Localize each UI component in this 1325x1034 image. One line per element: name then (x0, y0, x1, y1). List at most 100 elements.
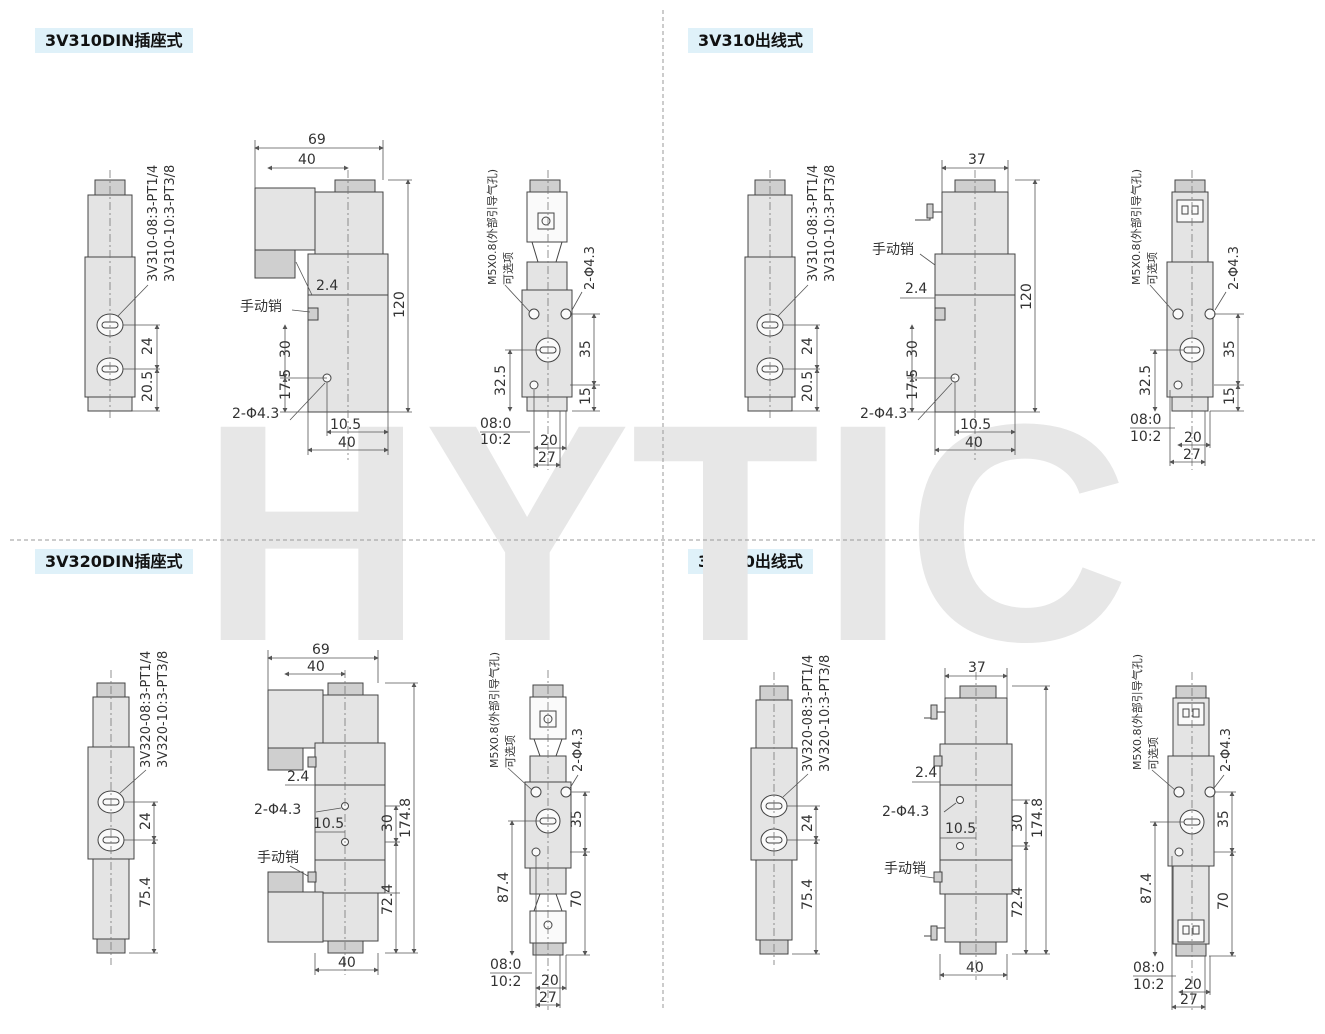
coil-cap (529, 179, 561, 193)
model-line-2: 3V310-10:3-PT3/8 (163, 165, 178, 282)
model-line-2: 3V320-10:3-PT3/8 (156, 651, 171, 768)
coil-cap-bottom (959, 941, 997, 955)
coil (526, 261, 568, 291)
dim-width-total: 69 (312, 642, 330, 658)
label-holes: 2-Φ4.3 (583, 246, 598, 290)
mount-hole-2 (956, 842, 964, 850)
dim-hole-x: 10.5 (960, 417, 991, 433)
dim-pitch: 24 (138, 812, 154, 830)
dim-hole-y2: 17.5 (278, 369, 294, 400)
manual-pin-top (307, 756, 317, 768)
label-holes: 2-Φ4.3 (860, 406, 907, 422)
din-plug (254, 249, 296, 279)
wire-terminal-top (1177, 702, 1205, 726)
dim-pitch: 24 (800, 814, 816, 832)
din-connector-bottom (267, 891, 324, 943)
label-port-note: M5X0.8(外部引导气孔) (485, 169, 499, 285)
dim-hole-x: 10.5 (330, 417, 361, 433)
connector-screw (537, 212, 555, 230)
label-manual-pin: 手动销 (872, 242, 914, 258)
front-view: 37 120 手动销 2.4 30 17.5 2-Φ4.3 (860, 152, 1040, 460)
dim-height: 120 (392, 291, 408, 318)
dim-v2: 70 (1216, 892, 1232, 910)
model-line-1: 3V310-08:3-PT1/4 (806, 165, 821, 282)
label-port-note: M5X0.8(外部引导气孔) (487, 652, 501, 768)
label-holes: 2-Φ4.3 (882, 804, 929, 820)
din-connector-top (267, 689, 324, 749)
dim-width-total: 37 (968, 152, 986, 168)
dim-pitch: 24 (800, 337, 816, 355)
manual-pin (934, 307, 946, 321)
label-manual-pin: 手动销 (884, 861, 926, 877)
side-view: 24 75.4 3V320-08:3-PT1/4 3V320-10:3-PT3/… (750, 655, 833, 965)
dim-offset: 2.4 (316, 278, 338, 294)
thread-10: 10:2 (1133, 977, 1164, 993)
thread-10: 10:2 (490, 974, 521, 990)
dim-base-width: 40 (338, 955, 356, 971)
dim-bottom: 75.4 (800, 879, 816, 910)
model-line-1: 3V310-08:3-PT1/4 (146, 165, 161, 282)
mount-hole (560, 786, 572, 798)
label-port-note: M5X0.8(外部引导气孔) (1129, 169, 1143, 285)
dim-lower: 72.4 (380, 884, 396, 915)
label-option: 可选项 (504, 735, 517, 768)
panel-3v310-wire: 24 20.5 3V310-08:3-PT1/4 3V310-10:3-PT3/… (744, 152, 1244, 470)
dim-hole-x: 10.5 (313, 816, 344, 832)
panel-3v310-din: 24 20.5 3V310-08:3-PT1/4 3V310-10:3-PT3/… (84, 132, 600, 470)
dim-base-width: 40 (966, 960, 984, 976)
end-view: M5X0.8(外部引导气孔) 可选项 2-Φ4.3 35 15 32.5 08:… (480, 169, 600, 470)
model-line-1: 3V320-08:3-PT1/4 (801, 655, 816, 772)
dim-base-width: 40 (965, 435, 983, 451)
dim-w1: 20 (541, 973, 559, 989)
panel-3v320-din: 24 75.4 3V320-08:3-PT1/4 3V320-10:3-PT3/… (87, 642, 590, 1010)
label-option: 可选项 (1147, 737, 1160, 770)
din-plug-bottom (267, 871, 304, 893)
dim-hole-x: 10.5 (945, 821, 976, 837)
thread-08: 08:0 (1130, 412, 1161, 428)
dim-hole-y2: 17.5 (905, 369, 921, 400)
dim-hole-y: 30 (278, 340, 294, 358)
side-view: 24 20.5 3V310-08:3-PT1/4 3V310-10:3-PT3/… (84, 165, 178, 420)
pilot-port (1172, 308, 1184, 320)
title-3v310-din: 3V310DIN插座式 (35, 28, 193, 53)
coil-top (322, 694, 379, 744)
dim-offset: 2.4 (915, 765, 937, 781)
thread-08: 08:0 (480, 416, 511, 432)
coil-cap-top (959, 685, 997, 699)
dim-pitch: 35 (578, 340, 594, 358)
dim-width-total: 69 (308, 132, 326, 148)
dim-height: 120 (1019, 283, 1035, 310)
coil-cap-top (1175, 685, 1207, 699)
dim-w2: 27 (1183, 447, 1201, 463)
label-holes: 2-Φ4.3 (232, 406, 279, 422)
din-connector (254, 187, 316, 251)
title-3v320-wire: 3V320出线式 (688, 549, 813, 574)
wire-terminal (1176, 199, 1204, 223)
dim-height: 174.8 (1030, 798, 1046, 838)
coil-cap (1174, 179, 1206, 193)
valve-body (1166, 261, 1214, 398)
dim-width-body: 40 (298, 152, 316, 168)
thread-08: 08:0 (1133, 960, 1164, 976)
end-view: M5X0.8(外部引导气孔) 可选项 2-Φ4.3 35 70 87.4 08:… (1130, 654, 1236, 1010)
side-view: 24 75.4 3V320-08:3-PT1/4 3V320-10:3-PT3/… (87, 651, 171, 965)
dim-hole-y: 30 (905, 340, 921, 358)
dim-w2: 27 (539, 990, 557, 1006)
dim-v1: 32.5 (1138, 365, 1154, 396)
dim-w1: 20 (1184, 977, 1202, 993)
dim-v1: 87.4 (496, 872, 512, 903)
title-3v320-din: 3V320DIN插座式 (35, 549, 193, 574)
dim-w2: 27 (538, 450, 556, 466)
wire-terminal-bottom (1177, 919, 1205, 943)
label-holes: 2-Φ4.3 (1219, 728, 1234, 772)
valve-body (314, 742, 386, 894)
dim-v1: 87.4 (1139, 873, 1155, 904)
manual-pin-bottom (933, 871, 943, 883)
dim-pitch: 35 (1216, 810, 1232, 828)
dim-v2: 15 (578, 387, 594, 405)
dim-bottom: 75.4 (138, 877, 154, 908)
model-line-2: 3V310-10:3-PT3/8 (823, 165, 838, 282)
mount-hole-1 (956, 796, 964, 804)
